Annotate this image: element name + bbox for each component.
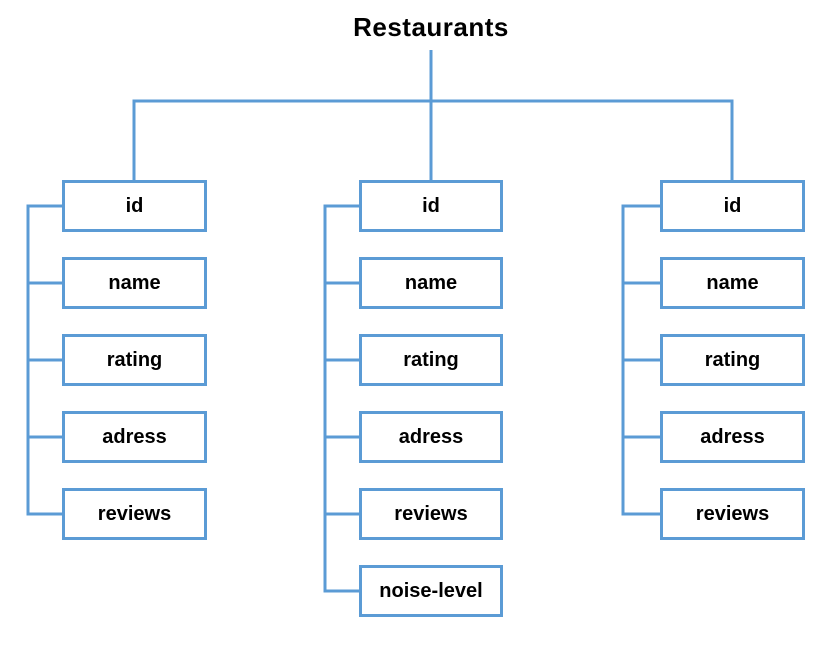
node-col3-rating: rating: [660, 334, 805, 386]
node-col2-rating: rating: [359, 334, 503, 386]
diagram-root-title: Restaurants: [353, 12, 509, 42]
node-col1-id: id: [62, 180, 207, 232]
node-col3-adress: adress: [660, 411, 805, 463]
node-col2-adress: adress: [359, 411, 503, 463]
node-col3-id: id: [660, 180, 805, 232]
node-col3-reviews: reviews: [660, 488, 805, 540]
node-col2-reviews: reviews: [359, 488, 503, 540]
node-col1-adress: adress: [62, 411, 207, 463]
node-col1-reviews: reviews: [62, 488, 207, 540]
node-col1-name: name: [62, 257, 207, 309]
node-col1-rating: rating: [62, 334, 207, 386]
node-col2-noise-level: noise-level: [359, 565, 503, 617]
node-col3-name: name: [660, 257, 805, 309]
node-col2-name: name: [359, 257, 503, 309]
node-col2-id: id: [359, 180, 503, 232]
